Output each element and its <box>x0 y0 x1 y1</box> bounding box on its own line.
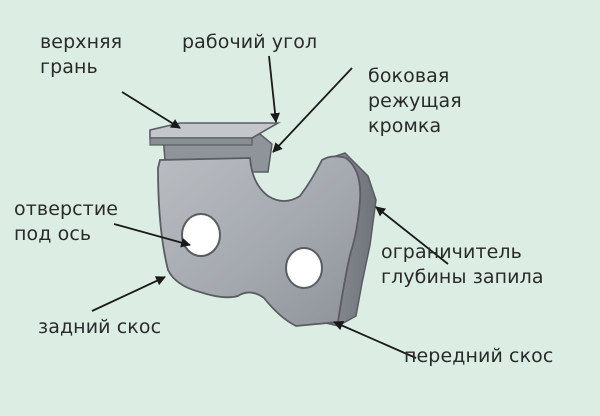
label-line: рабочий угол <box>182 31 318 53</box>
label-line: под ось <box>14 223 92 245</box>
arrow-side-cutting-edge <box>272 67 353 153</box>
axle-hole-rear <box>181 213 221 257</box>
label-front-bevel: передний скос <box>404 344 553 369</box>
label-working-angle: рабочий угол <box>182 30 317 55</box>
arrow-front-bevel <box>333 321 417 359</box>
label-line: верхняя <box>40 31 123 53</box>
label-rear-bevel: задний скос <box>38 315 161 340</box>
label-top-face: верхняя грань <box>40 30 122 80</box>
label-line: боковая <box>368 65 450 87</box>
label-line: задний скос <box>38 316 162 338</box>
label-line: режущая <box>368 90 462 112</box>
label-side-cutting-edge: боковая режущая кромка <box>368 64 462 139</box>
label-line: передний скос <box>404 345 554 367</box>
label-line: глубины запила <box>381 266 544 288</box>
label-line: отверстие <box>14 198 119 220</box>
label-depth-limiter: ограничитель глубины запила <box>381 240 544 290</box>
label-line: кромка <box>368 115 442 137</box>
top-plate-front <box>149 137 253 146</box>
arrow-axle-hole <box>113 223 191 248</box>
arrow-depth-limiter <box>375 206 449 265</box>
arrow-rear-bevel <box>91 276 166 312</box>
label-line: грань <box>40 56 98 78</box>
label-axle-hole: отверстие под ось <box>14 197 118 247</box>
axle-hole-front <box>285 247 323 289</box>
arrow-working-angle <box>268 55 280 123</box>
arrow-top-face <box>121 91 181 129</box>
label-line: ограничитель <box>381 241 522 263</box>
